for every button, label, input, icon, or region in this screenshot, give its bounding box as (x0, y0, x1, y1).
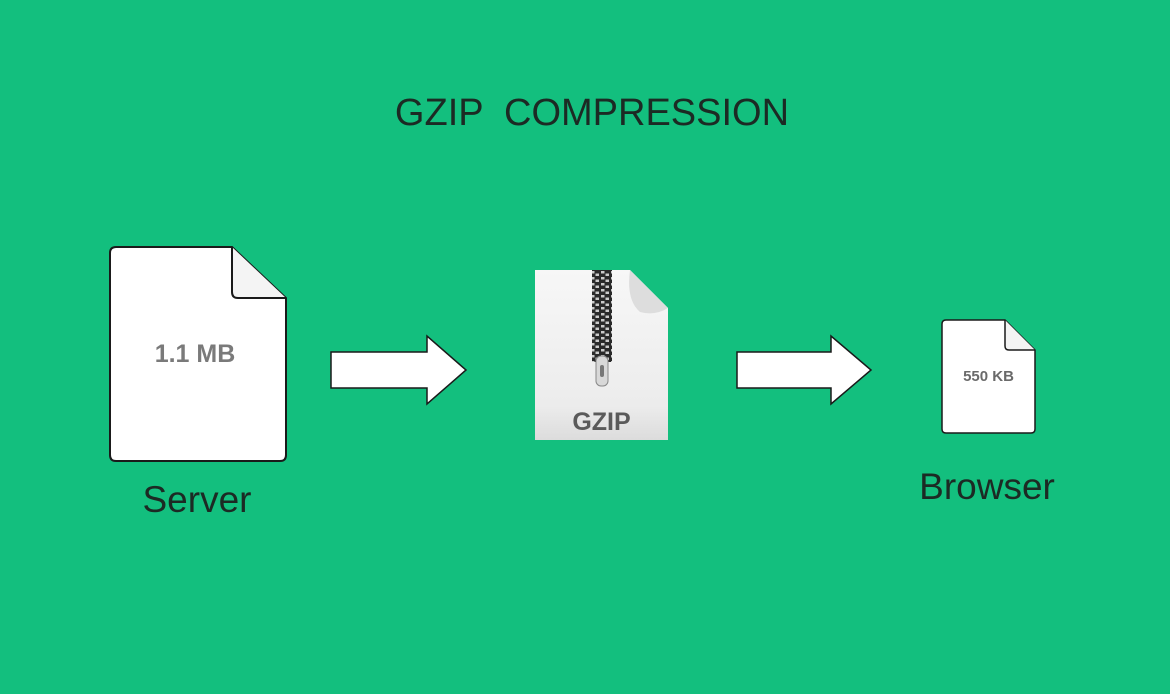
arrow-right-icon (736, 334, 873, 406)
browser-file-icon (941, 319, 1036, 434)
gzip-archive-icon (535, 270, 668, 440)
gzip-label: GZIP (572, 408, 631, 436)
browser-label: Browser (919, 466, 1055, 507)
diagram-title: GZIP COMPRESSION (394, 92, 790, 134)
server-label: Server (142, 479, 252, 520)
server-file-size: 1.1 MB (154, 340, 236, 368)
browser-file-size: 550 KB (963, 368, 1014, 385)
server-file-icon (109, 246, 287, 462)
arrow-right-icon (330, 334, 468, 406)
